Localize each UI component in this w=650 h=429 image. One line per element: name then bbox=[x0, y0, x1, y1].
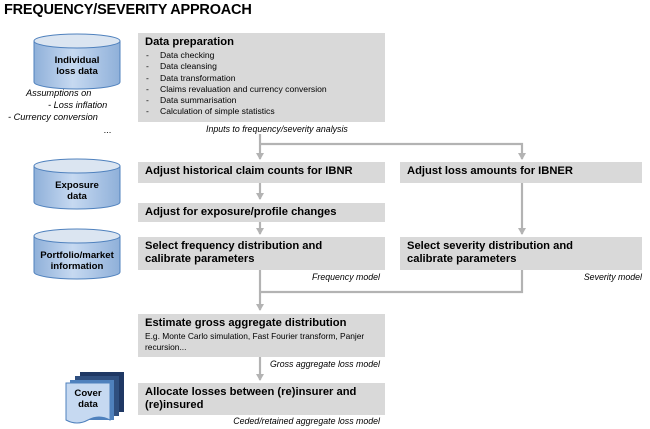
cylinder-label-portfolio: Portfolio/market information bbox=[40, 250, 114, 272]
gross-aggregate-methods: E.g. Monte Carlo simulation, Fast Fourie… bbox=[145, 331, 365, 352]
data-preparation-steps: Data checking Data cleansing Data transf… bbox=[145, 50, 378, 118]
gross-aggregate-box: Estimate gross aggregate distribution E.… bbox=[138, 314, 385, 357]
data-preparation-box: Data preparation Data checking Data clea… bbox=[138, 33, 385, 122]
cylinder-exposure-data bbox=[33, 158, 121, 210]
allocate-losses-title: Allocate losses between (re)insurer and … bbox=[145, 386, 357, 411]
frequency-distribution-box: Select frequency distribution and calibr… bbox=[138, 237, 385, 270]
gross-aggregate-title: Estimate gross aggregate distribution bbox=[145, 317, 347, 329]
adjust-ibnr-box: Adjust historical claim counts for IBNR bbox=[138, 162, 385, 183]
assumptions-heading: Assumptions on bbox=[26, 88, 92, 98]
severity-distribution-box: Select severity distribution and calibra… bbox=[400, 237, 642, 270]
adjust-exposure-title: Adjust for exposure/profile changes bbox=[145, 206, 337, 218]
cylinder-individual-loss-data bbox=[33, 33, 121, 90]
cylinder-label-individual: Individual loss data bbox=[54, 55, 100, 77]
gross-model-note: Gross aggregate loss model bbox=[269, 359, 380, 369]
severity-model-note: Severity model bbox=[583, 272, 642, 282]
data-preparation-step: Data summarisation bbox=[145, 95, 378, 107]
adjust-ibner-box: Adjust loss amounts for IBNER bbox=[400, 162, 642, 183]
data-preparation-step: Calculation of simple statistics bbox=[145, 106, 378, 118]
data-preparation-step: Data transformation bbox=[145, 73, 378, 85]
data-preparation-step: Data cleansing bbox=[145, 61, 378, 73]
flow-connectors bbox=[256, 134, 526, 381]
assumption-item: Loss inflation bbox=[0, 99, 128, 111]
cylinder-label-exposure: Exposure data bbox=[55, 180, 99, 202]
adjust-ibnr-title: Adjust historical claim counts for IBNR bbox=[145, 165, 353, 177]
frequency-model-note: Frequency model bbox=[312, 272, 380, 282]
data-preparation-step: Data checking bbox=[145, 50, 378, 62]
cover-data-document-stack bbox=[65, 372, 124, 424]
frequency-distribution-title: Select frequency distribution and calibr… bbox=[145, 240, 323, 265]
assumptions-list: Assumptions on Loss inflation Currency c… bbox=[0, 87, 128, 136]
adjust-ibner-title: Adjust loss amounts for IBNER bbox=[407, 165, 573, 177]
severity-distribution-title: Select severity distribution and calibra… bbox=[407, 240, 573, 265]
inputs-note: Inputs to frequency/severity analysis bbox=[206, 124, 348, 134]
page-title: FREQUENCY/SEVERITY APPROACH bbox=[4, 2, 252, 18]
allocate-losses-box: Allocate losses between (re)insurer and … bbox=[138, 383, 385, 415]
adjust-exposure-box: Adjust for exposure/profile changes bbox=[138, 203, 385, 222]
ceded-model-note: Ceded/retained aggregate loss model bbox=[233, 416, 380, 426]
data-preparation-title: Data preparation bbox=[145, 36, 234, 48]
assumptions-more: ... bbox=[104, 124, 112, 135]
cylinder-portfolio-market-information bbox=[33, 228, 121, 280]
assumption-item: Currency conversion bbox=[0, 111, 128, 123]
data-preparation-step: Claims revaluation and currency conversi… bbox=[145, 84, 378, 96]
cylinder-label-cover: Cover data bbox=[74, 388, 102, 410]
